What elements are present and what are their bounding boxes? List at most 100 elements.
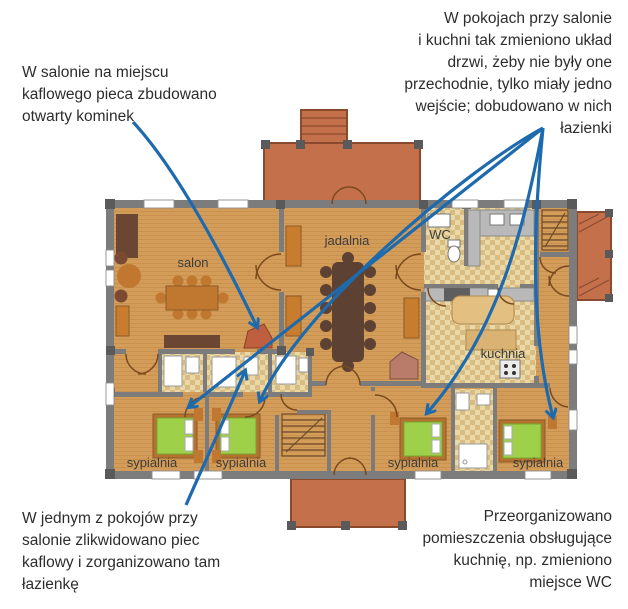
room-label-wc: WC — [429, 227, 451, 242]
annotation-line: miejsce WC — [529, 574, 612, 591]
annotation-line: i kuchni tak zmieniono układ — [418, 32, 612, 49]
wall — [106, 471, 577, 479]
window — [503, 199, 527, 209]
window — [568, 325, 578, 345]
annotation-line: W salonie na miejscu — [22, 64, 169, 81]
wall — [451, 387, 455, 471]
door-arc — [333, 457, 352, 476]
chair — [320, 320, 332, 332]
door-arc — [539, 256, 557, 274]
annotation-line: kuchnię, np. zmieniono — [453, 552, 612, 569]
porch-floor — [290, 478, 406, 528]
pillow — [431, 423, 441, 438]
window — [193, 470, 223, 480]
cabinet — [115, 305, 130, 337]
annotation-bottom-left: W jednym z pokojów przy salonie zlikwido… — [22, 508, 220, 596]
toilet — [185, 356, 200, 374]
stair-treads — [542, 215, 568, 247]
chair — [155, 292, 167, 304]
porch-post — [414, 140, 423, 149]
annotation-top-right: W pokojach przy salonie i kuchni tak zmi… — [404, 8, 612, 140]
porch-post — [398, 521, 407, 530]
chair — [320, 338, 332, 350]
porch-right — [576, 209, 613, 302]
chair — [200, 275, 212, 287]
wall — [327, 410, 331, 471]
annotation-line: kaflowego pieca zbudowano — [22, 86, 217, 103]
wall — [268, 352, 272, 392]
chair — [172, 275, 184, 287]
annotation-line: otwarty kominek — [22, 108, 134, 125]
corner-block — [277, 346, 286, 355]
porch-post — [261, 140, 270, 149]
cabinet — [285, 225, 302, 267]
corner-block — [306, 348, 314, 356]
counter — [467, 209, 481, 267]
wall — [421, 292, 426, 385]
wall — [257, 349, 283, 354]
annotation-line: drzwi, żeby nie były one — [447, 54, 612, 71]
chair — [320, 284, 332, 296]
chair — [364, 266, 376, 278]
sofa — [164, 335, 220, 348]
room-label-sypialnia-1: sypialnia — [127, 455, 178, 470]
porch-top — [261, 109, 423, 206]
stove-body — [499, 359, 521, 379]
window — [105, 269, 115, 287]
arrow-new-bathroom — [184, 371, 245, 506]
burner — [512, 371, 516, 375]
wall — [205, 397, 209, 471]
pillow — [503, 441, 513, 456]
corner-block — [105, 469, 115, 479]
wall — [421, 208, 426, 252]
corner-block — [567, 199, 577, 209]
wall — [279, 292, 284, 352]
annotation-line: kaflowy i zorganizowano tam — [22, 554, 221, 571]
window — [414, 470, 442, 480]
porch-bottom — [287, 478, 407, 530]
door-arc — [137, 353, 159, 375]
room-label-salon: salon — [177, 255, 208, 270]
porch-post — [605, 294, 613, 302]
wall — [203, 352, 207, 392]
door-arc — [255, 264, 282, 291]
door-arc — [280, 393, 298, 411]
porch-post — [341, 521, 350, 530]
wall — [114, 349, 126, 354]
annotation-line: łazienki — [560, 120, 612, 137]
porch-steps — [300, 109, 348, 146]
room-label-sypialnia-2: sypialnia — [216, 455, 267, 470]
wall — [464, 208, 468, 266]
wall — [308, 352, 312, 392]
wall — [275, 415, 279, 471]
room-label-kuchnia: kuchnia — [481, 346, 527, 361]
door-arc — [255, 253, 282, 280]
door-arc — [331, 186, 350, 205]
wall — [421, 383, 550, 388]
door-arc — [340, 365, 361, 386]
door-arc — [348, 457, 367, 476]
chair — [364, 338, 376, 350]
room-labels: salon jadalnia WC kuchnia sypialnia sypi… — [127, 227, 564, 470]
pillow — [184, 436, 194, 452]
stair-direction — [285, 417, 323, 453]
stairs-outline — [541, 209, 569, 251]
room-label-jadalnia: jadalnia — [324, 233, 371, 248]
door-arc — [427, 287, 447, 307]
stair-treads — [282, 419, 325, 451]
annotation-line: przechodnie, tylko miały jedno — [404, 76, 612, 93]
annotation-line: salonie zlikwidowano piec — [22, 532, 200, 549]
bathroom-strip-fixtures — [163, 355, 309, 388]
window — [143, 199, 175, 209]
wall — [297, 410, 331, 414]
annotation-line: pomieszczenia obsługujące — [422, 530, 612, 547]
wall — [424, 284, 468, 288]
bathtub — [163, 355, 183, 387]
sink — [476, 393, 491, 406]
nightstand — [212, 450, 221, 463]
stair-direction — [544, 212, 566, 248]
dining-table — [165, 285, 219, 311]
corner-block — [276, 200, 285, 209]
wall — [114, 392, 183, 397]
wall — [371, 415, 375, 471]
